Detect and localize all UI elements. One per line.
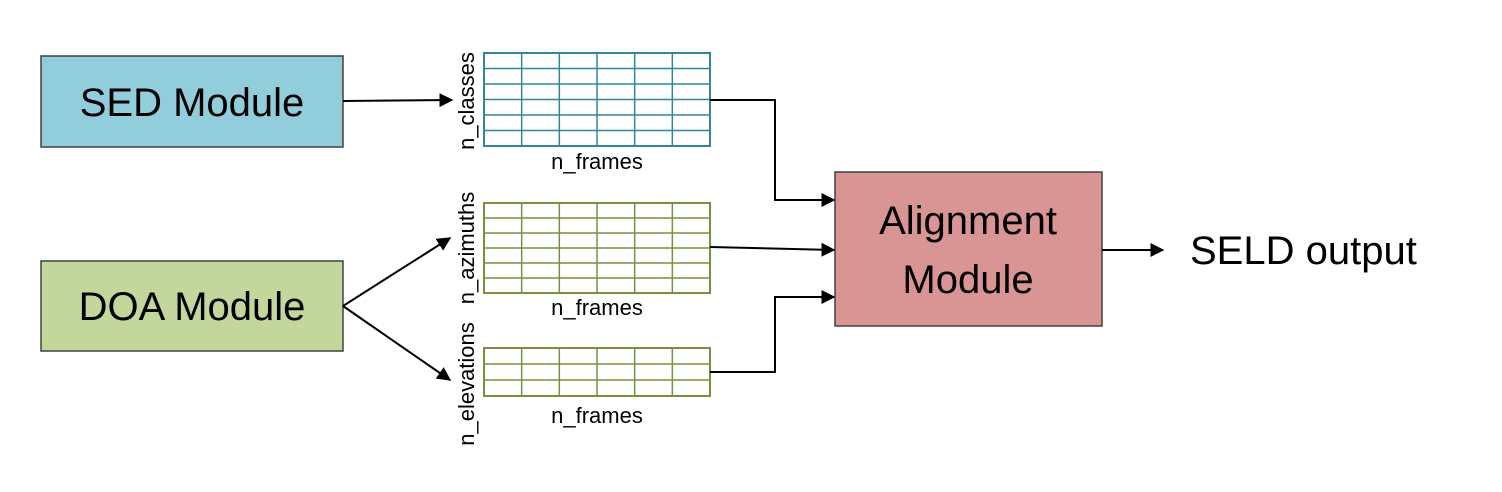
classes-col-label: n_frames <box>551 149 643 174</box>
alignment-module-label-line2: Module <box>902 258 1033 302</box>
doa-module-label: DOA Module <box>79 285 306 329</box>
doa-module: DOA Module <box>40 260 344 352</box>
classes-to-alignment-arrow <box>710 99 836 207</box>
azimuths-col-label: n_frames <box>551 295 643 320</box>
doa-to-azimuths-arrow <box>342 237 452 307</box>
elevations-col-label: n_frames <box>551 403 643 428</box>
sed-to-classes-arrow <box>342 93 454 108</box>
alignment-module: Alignment Module <box>834 171 1103 327</box>
azimuths-matrix <box>483 202 711 294</box>
seld-output-label: SELD output <box>1190 229 1417 273</box>
elevations-matrix <box>483 347 711 397</box>
azimuths-row-label: n_azimuths <box>454 192 479 305</box>
connector-arrows <box>342 93 1165 381</box>
azimuths-to-alignment-arrow <box>709 242 836 257</box>
sed-module: SED Module <box>40 55 344 148</box>
elevations-to-alignment-arrow <box>710 290 836 373</box>
classes-row-label: n_classes <box>454 52 479 150</box>
alignment-module-label-line1: Alignment <box>879 199 1057 243</box>
classes-matrix <box>483 52 711 147</box>
sed-module-label: SED Module <box>80 81 305 125</box>
elevations-row-label: n_elevations <box>454 322 479 446</box>
doa-to-elevations-arrow <box>342 305 452 381</box>
